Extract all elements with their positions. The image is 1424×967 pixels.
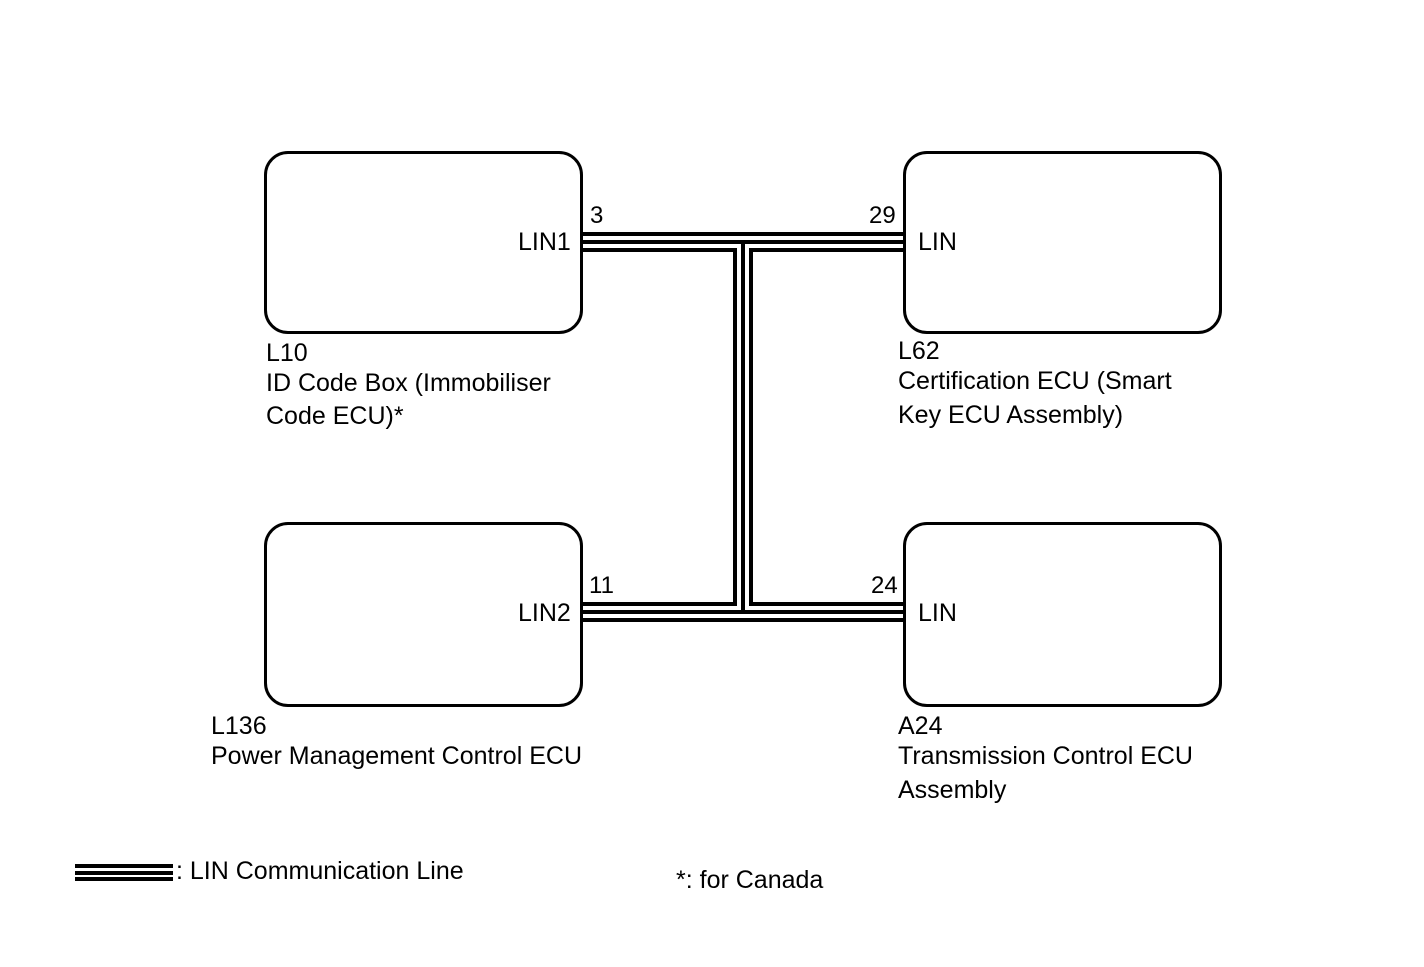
legend-lin-line-swatch — [75, 864, 173, 881]
pin-number-l136: 11 — [589, 572, 614, 599]
connector-code-l136: L136 — [211, 712, 267, 740]
ecu-box-a24 — [903, 522, 1222, 707]
ecu-name-l62-line2: Key ECU Assembly) — [898, 401, 1124, 429]
ecu-name-a24-line1: Transmission Control ECU — [898, 742, 1193, 770]
pin-number-a24: 24 — [871, 572, 898, 599]
ecu-name-l10-line2: Code ECU)* — [266, 402, 404, 430]
connector-code-a24: A24 — [898, 712, 943, 740]
pin-label-l62: LIN — [918, 228, 957, 256]
ecu-name-l10-line1: ID Code Box (Immobiliser — [266, 369, 551, 397]
ecu-name-l62-line1: Certification ECU (Smart — [898, 367, 1172, 395]
connector-code-l10: L10 — [266, 339, 308, 367]
pin-number-l62: 29 — [869, 202, 896, 229]
pin-label-l10: LIN1 — [518, 228, 571, 256]
lin-bus — [581, 232, 904, 622]
ecu-name-l136-line1: Power Management Control ECU — [211, 742, 582, 770]
pin-label-a24: LIN — [918, 599, 957, 627]
pin-label-l136: LIN2 — [518, 599, 571, 627]
footnote-canada: *: for Canada — [676, 866, 824, 894]
ecu-box-l136 — [264, 522, 583, 707]
ecu-box-l10 — [264, 151, 583, 334]
connector-code-l62: L62 — [898, 337, 940, 365]
ecu-name-a24-line2: Assembly — [898, 776, 1007, 804]
ecu-box-l62 — [903, 151, 1222, 334]
legend-lin-line-label: : LIN Communication Line — [176, 857, 464, 885]
pin-number-l10: 3 — [590, 202, 604, 229]
